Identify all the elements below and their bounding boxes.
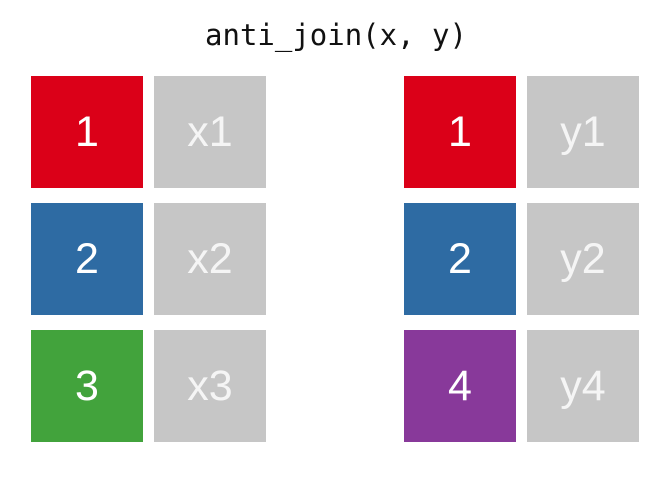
key-cell: 3 (31, 330, 143, 442)
key-cell: 1 (404, 76, 516, 188)
table-x-row-1: 1 x1 (31, 76, 266, 188)
table-y: 1 y1 2 y2 4 y4 (404, 76, 639, 442)
table-y-row-1: 1 y1 (404, 76, 639, 188)
key-cell: 2 (31, 203, 143, 315)
key-cell: 4 (404, 330, 516, 442)
diagram-title: anti_join(x, y) (205, 18, 467, 52)
table-x-row-2: 2 x2 (31, 203, 266, 315)
table-y-row-2: 2 y2 (404, 203, 639, 315)
table-x-row-3: 3 x3 (31, 330, 266, 442)
value-cell: x2 (154, 203, 266, 315)
value-cell: x1 (154, 76, 266, 188)
value-cell: y4 (527, 330, 639, 442)
value-cell: x3 (154, 330, 266, 442)
value-cell: y1 (527, 76, 639, 188)
key-cell: 1 (31, 76, 143, 188)
table-x: 1 x1 2 x2 3 x3 (31, 76, 266, 442)
value-cell: y2 (527, 203, 639, 315)
table-y-row-3: 4 y4 (404, 330, 639, 442)
key-cell: 2 (404, 203, 516, 315)
